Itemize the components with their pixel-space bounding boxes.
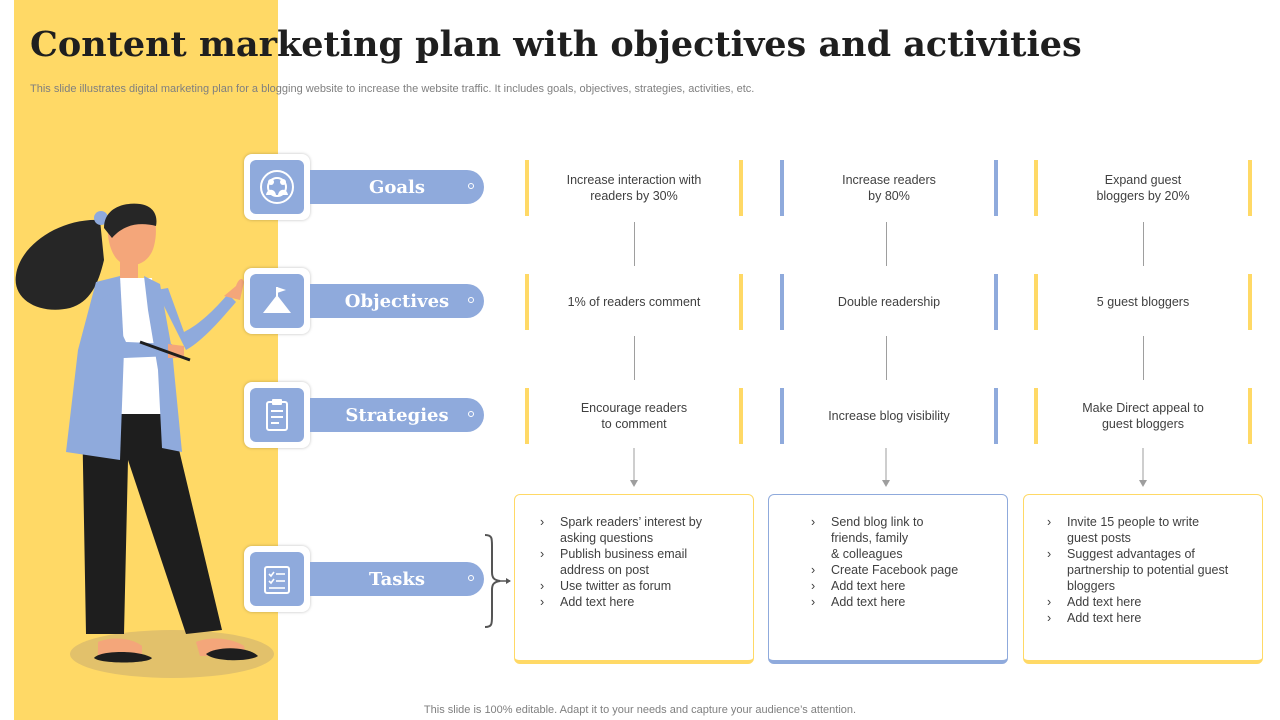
row-strategies: Strategies	[244, 382, 486, 448]
down-arrow-icon	[882, 448, 890, 487]
goal-cell-1: Increase interaction with readers by 30%	[525, 160, 743, 216]
task-list-1: Spark readers’ interest by asking questi…	[540, 514, 737, 610]
goal-cell-3: Expand guest bloggers by 20%	[1034, 160, 1252, 216]
list-item: Use twitter as forum	[540, 578, 737, 594]
connector-line	[886, 222, 887, 266]
objective-text-2: Double readership	[837, 295, 941, 309]
mountain-flag-icon	[263, 287, 291, 313]
task-list-3: Invite 15 people to write guest posts Su…	[1047, 514, 1246, 626]
pill-dot-icon	[468, 411, 474, 417]
presenter-illustration	[15, 203, 274, 678]
strategy-text-2: Increase blog visibility	[828, 409, 950, 423]
objective-text-1: 1% of readers comment	[567, 295, 701, 309]
connector-line	[1143, 222, 1144, 266]
goal-text-3: Expand guest bloggers by 20%	[1096, 173, 1190, 203]
strategies-label: Strategies	[345, 404, 449, 426]
checklist-icon	[264, 566, 290, 594]
list-item: Add text here	[811, 594, 991, 610]
goals-label-pill: Goals	[310, 170, 484, 204]
objectives-label-pill: Objectives	[310, 284, 484, 318]
row-objectives: Objectives	[244, 268, 486, 334]
tasks-label: Tasks	[368, 568, 426, 590]
connector-line	[634, 222, 635, 266]
connector-line	[1143, 336, 1144, 380]
objectives-icon-box	[244, 268, 310, 334]
list-item: Invite 15 people to write guest posts	[1047, 514, 1246, 546]
strategies-icon-box	[244, 382, 310, 448]
goal-cell-2: Increase readers by 80%	[780, 160, 998, 216]
strategy-text-1: Encourage readers to comment	[580, 401, 688, 431]
row-tasks: Tasks	[244, 546, 486, 612]
list-item: Suggest advantages of partnership to pot…	[1047, 546, 1246, 594]
strategy-cell-2: Increase blog visibility	[780, 388, 998, 444]
list-item: Create Facebook page	[811, 562, 991, 578]
tasks-label-pill: Tasks	[310, 562, 484, 596]
tasks-box-1: Spark readers’ interest by asking questi…	[514, 494, 754, 664]
goal-text-1: Increase interaction with readers by 30%	[566, 173, 702, 203]
clipboard-icon	[266, 399, 288, 431]
tasks-icon-box	[244, 546, 310, 612]
list-item: Add text here	[1047, 610, 1246, 626]
connector-line	[886, 336, 887, 380]
objective-cell-2: Double readership	[780, 274, 998, 330]
goals-icon-box	[244, 154, 310, 220]
task-list-2: Send blog link to friends, family & coll…	[811, 514, 991, 610]
pill-dot-icon	[468, 297, 474, 303]
objective-cell-3: 5 guest bloggers	[1034, 274, 1252, 330]
target-people-icon	[260, 170, 294, 204]
list-item: Add text here	[540, 594, 737, 610]
objective-text-3: 5 guest bloggers	[1096, 295, 1190, 309]
row-goals: Goals	[244, 154, 486, 220]
connector-line	[634, 336, 635, 380]
slide-footer: This slide is 100% editable. Adapt it to…	[423, 704, 857, 716]
objectives-label: Objectives	[344, 290, 450, 312]
pill-dot-icon	[468, 575, 474, 581]
tasks-box-3: Invite 15 people to write guest posts Su…	[1023, 494, 1263, 664]
goals-label: Goals	[368, 176, 425, 198]
list-item: Add text here	[811, 578, 991, 594]
down-arrow-icon	[630, 448, 638, 487]
brace-connector-icon	[484, 534, 511, 628]
tasks-box-2: Send blog link to friends, family & coll…	[768, 494, 1008, 664]
slide-title: Content marketing plan with objectives a…	[30, 24, 1082, 65]
strategies-label-pill: Strategies	[310, 398, 484, 432]
pill-dot-icon	[468, 183, 474, 189]
strategy-cell-3: Make Direct appeal to guest bloggers	[1034, 388, 1252, 444]
slide-subtitle: This slide illustrates digital marketing…	[30, 83, 755, 95]
strategy-text-3: Make Direct appeal to guest bloggers	[1082, 401, 1204, 431]
down-arrow-icon	[1139, 448, 1147, 487]
strategy-cell-1: Encourage readers to comment	[525, 388, 743, 444]
objective-cell-1: 1% of readers comment	[525, 274, 743, 330]
goal-text-2: Increase readers by 80%	[842, 173, 936, 203]
list-item: Publish business email address on post	[540, 546, 737, 578]
list-item: Spark readers’ interest by asking questi…	[540, 514, 737, 546]
list-item: Add text here	[1047, 594, 1246, 610]
list-item: Send blog link to friends, family & coll…	[811, 514, 991, 562]
